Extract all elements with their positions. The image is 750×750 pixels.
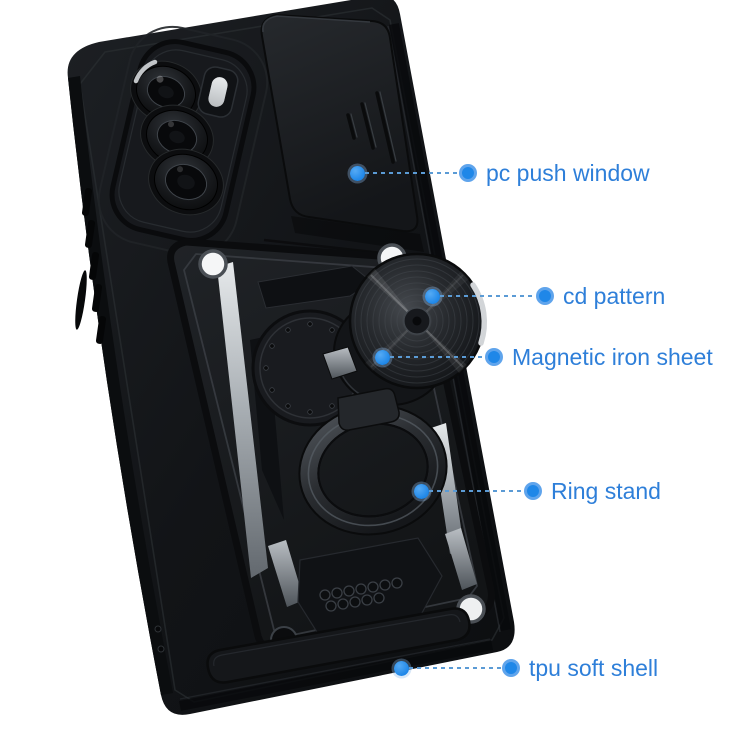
slide-cover (260, 13, 419, 233)
camera-lens-3 (148, 148, 224, 216)
callout-line (365, 172, 459, 174)
callout-line (429, 490, 524, 492)
callout-line (390, 356, 485, 358)
callout-ring-stand: Ring stand (414, 477, 661, 504)
silver-accent-left-low (268, 540, 304, 607)
callout-label: tpu soft shell (529, 654, 659, 681)
cd-pattern-disc (348, 252, 488, 390)
anchor-dot (394, 660, 409, 676)
callout-pc-push-window: pc push window (350, 159, 650, 186)
grip-ribs (81, 188, 107, 344)
flash-led (197, 66, 239, 118)
callout-line (409, 667, 502, 669)
callout-dot (485, 348, 503, 366)
callout-magnetic-iron-sheet: Magnetic iron sheet (375, 343, 713, 370)
anchor-dot (425, 288, 440, 304)
callout-label: pc push window (486, 159, 650, 186)
callout-dot (502, 659, 520, 677)
callout-cd-pattern: cd pattern (425, 282, 666, 309)
silver-accent-right-low (445, 528, 477, 590)
anchor-dot (414, 483, 429, 499)
callout-tpu-soft-shell: tpu soft shell (394, 654, 659, 681)
silver-accent-left (217, 262, 268, 578)
side-button (75, 270, 87, 330)
honeycomb-texture (319, 577, 403, 612)
callout-dot (459, 164, 477, 182)
callout-label: cd pattern (563, 282, 666, 309)
callout-dot (524, 482, 542, 500)
cover-grip-slashes (346, 91, 397, 164)
callout-dot (536, 287, 554, 305)
ring-hinge (322, 346, 400, 431)
callout-line (440, 295, 536, 297)
anchor-dot (350, 165, 365, 181)
plate-hole-top-left (198, 249, 228, 279)
anchor-dot (375, 349, 390, 365)
bottom-shell (206, 607, 471, 684)
callout-label: Ring stand (551, 477, 661, 504)
callout-label: Magnetic iron sheet (512, 343, 713, 370)
camera-module (97, 25, 269, 257)
